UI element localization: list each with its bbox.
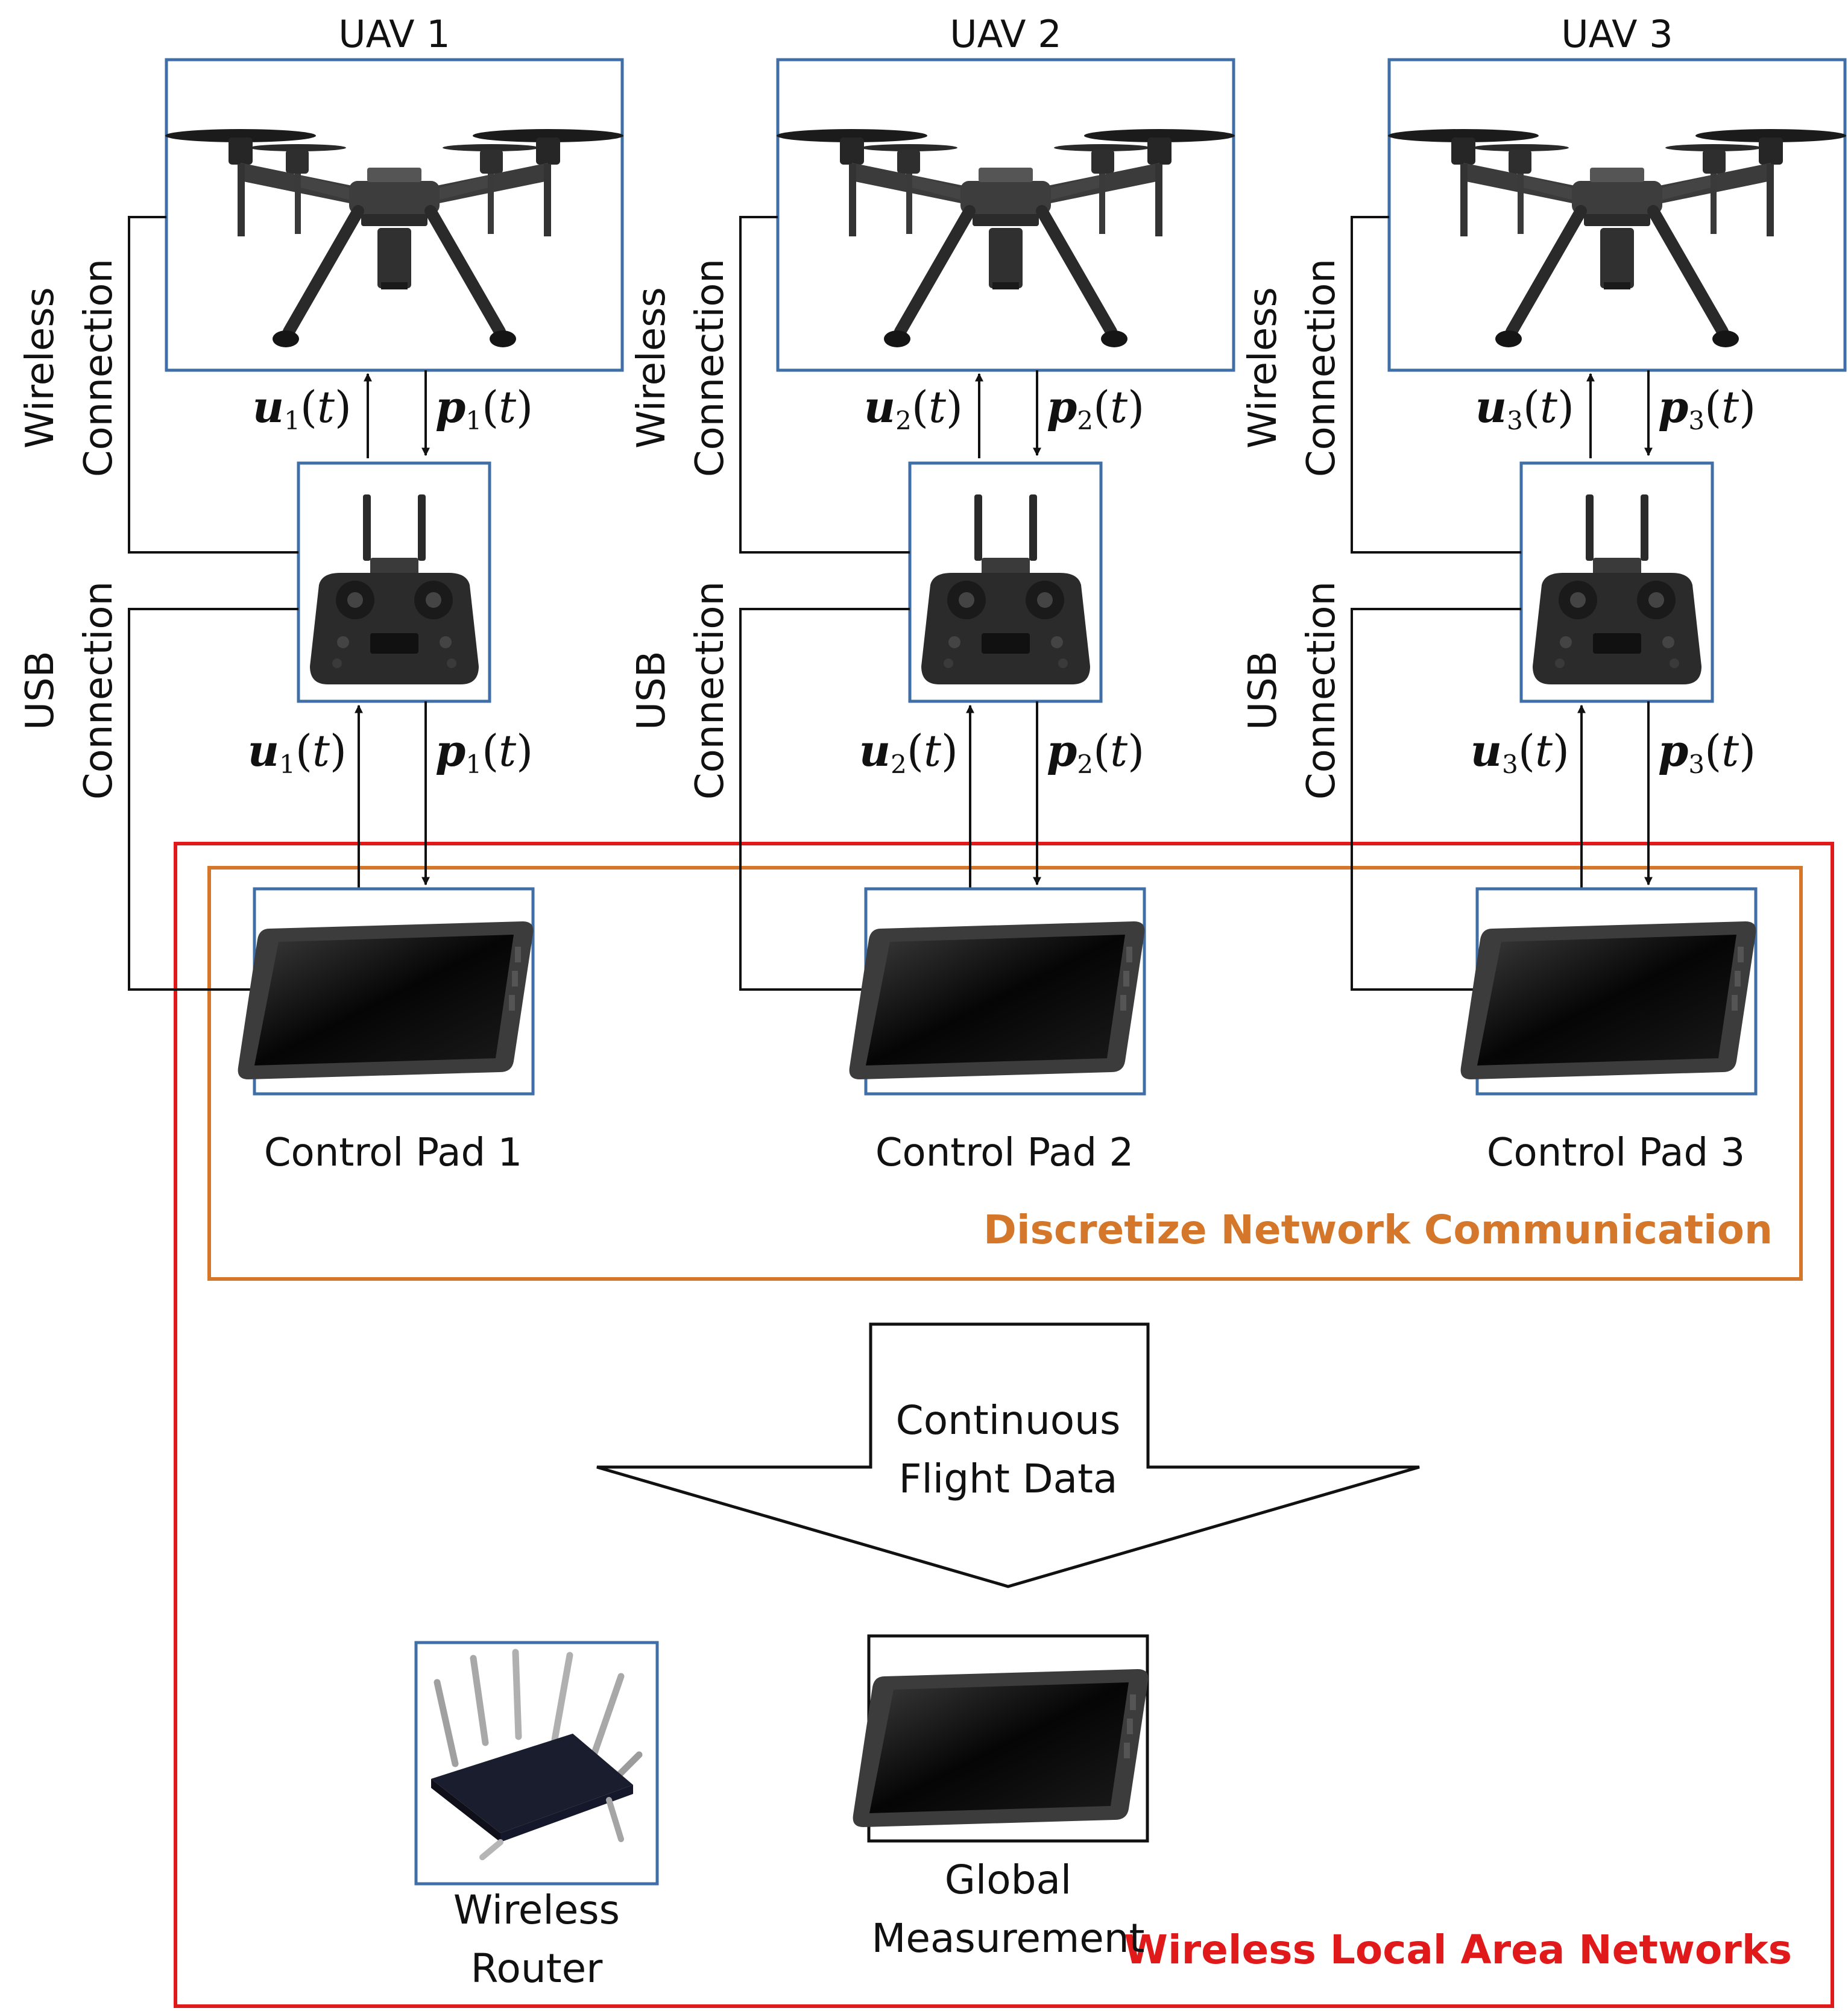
u-signal-upper: u2(t) xyxy=(864,381,963,435)
usb-label: USB xyxy=(1241,651,1285,730)
p-signal-lower: p2(t) xyxy=(1047,725,1144,779)
uav-column-2: UAV 2 u2(t) p2(t) u2(t) p2(t) Wireless C… xyxy=(629,12,1235,1175)
usb-connection-line xyxy=(128,608,298,991)
control-pad-image xyxy=(238,921,534,1079)
wireless-connection-line xyxy=(1351,216,1521,554)
usb-label: USB xyxy=(629,651,674,730)
wireless-connection-line xyxy=(739,216,910,554)
usb-label: USB xyxy=(18,651,63,730)
p-signal-upper: p2(t) xyxy=(1047,381,1144,435)
arrow-text-line2: Flight Data xyxy=(899,1456,1118,1502)
control-pad-image xyxy=(1460,921,1756,1079)
uav-column-3: UAV 3 u3(t) p3(t) u3(t) p3(t) Wireless C… xyxy=(1241,12,1846,1175)
uav-column-1: UAV 1 u1(t) p1(t) u1(t) p1(t) Wireless C… xyxy=(18,12,623,1175)
u-signal-lower: u2(t) xyxy=(859,725,958,779)
wlan-label: Wireless Local Area Networks xyxy=(1124,1927,1792,1973)
router-label-line2: Router xyxy=(471,1945,604,1992)
p-signal-lower: p1(t) xyxy=(435,725,533,779)
uav-label: UAV 2 xyxy=(950,12,1061,56)
discretize-label: Discretize Network Communication xyxy=(983,1207,1773,1253)
uav-label: UAV 1 xyxy=(338,12,450,56)
usb-connection-label: Connection xyxy=(77,581,121,800)
usb-connection-line xyxy=(1351,608,1521,991)
wireless-label: Wireless xyxy=(629,287,674,449)
wlan-frame xyxy=(174,842,1834,2008)
usb-connection-line xyxy=(739,608,910,991)
wireless-connection-line xyxy=(128,216,298,554)
global-label-line1: Global xyxy=(945,1857,1072,1903)
u-signal-upper: u3(t) xyxy=(1475,381,1574,435)
wireless-connection-label: Connection xyxy=(688,259,733,477)
control-pad-label: Control Pad 1 xyxy=(264,1131,522,1175)
u-signal-lower: u1(t) xyxy=(248,725,347,779)
global-label-line2: Measurement xyxy=(871,1915,1144,1962)
u-signal-upper: u1(t) xyxy=(253,381,352,435)
control-pad-image xyxy=(849,921,1145,1079)
wireless-connection-label: Connection xyxy=(77,259,121,477)
control-pad-label: Control Pad 3 xyxy=(1487,1131,1745,1175)
p-signal-upper: p1(t) xyxy=(435,381,533,435)
global-measurement-pad-image xyxy=(853,1669,1149,1827)
discretize-frame xyxy=(207,866,1803,1281)
usb-connection-label: Connection xyxy=(1299,581,1344,800)
uav-label: UAV 3 xyxy=(1561,12,1673,56)
p-signal-lower: p3(t) xyxy=(1658,725,1756,779)
wireless-label: Wireless xyxy=(18,287,63,449)
usb-connection-label: Connection xyxy=(688,581,733,800)
router-label-line1: Wireless xyxy=(453,1887,620,1933)
arrow-text-line1: Continuous xyxy=(896,1397,1121,1444)
wireless-label: Wireless xyxy=(1241,287,1285,449)
p-signal-upper: p3(t) xyxy=(1658,381,1756,435)
continuous-flight-data-arrow xyxy=(596,1322,1420,1588)
u-signal-lower: u3(t) xyxy=(1471,725,1569,779)
wireless-connection-label: Connection xyxy=(1299,259,1344,477)
control-pad-label: Control Pad 2 xyxy=(875,1131,1134,1175)
